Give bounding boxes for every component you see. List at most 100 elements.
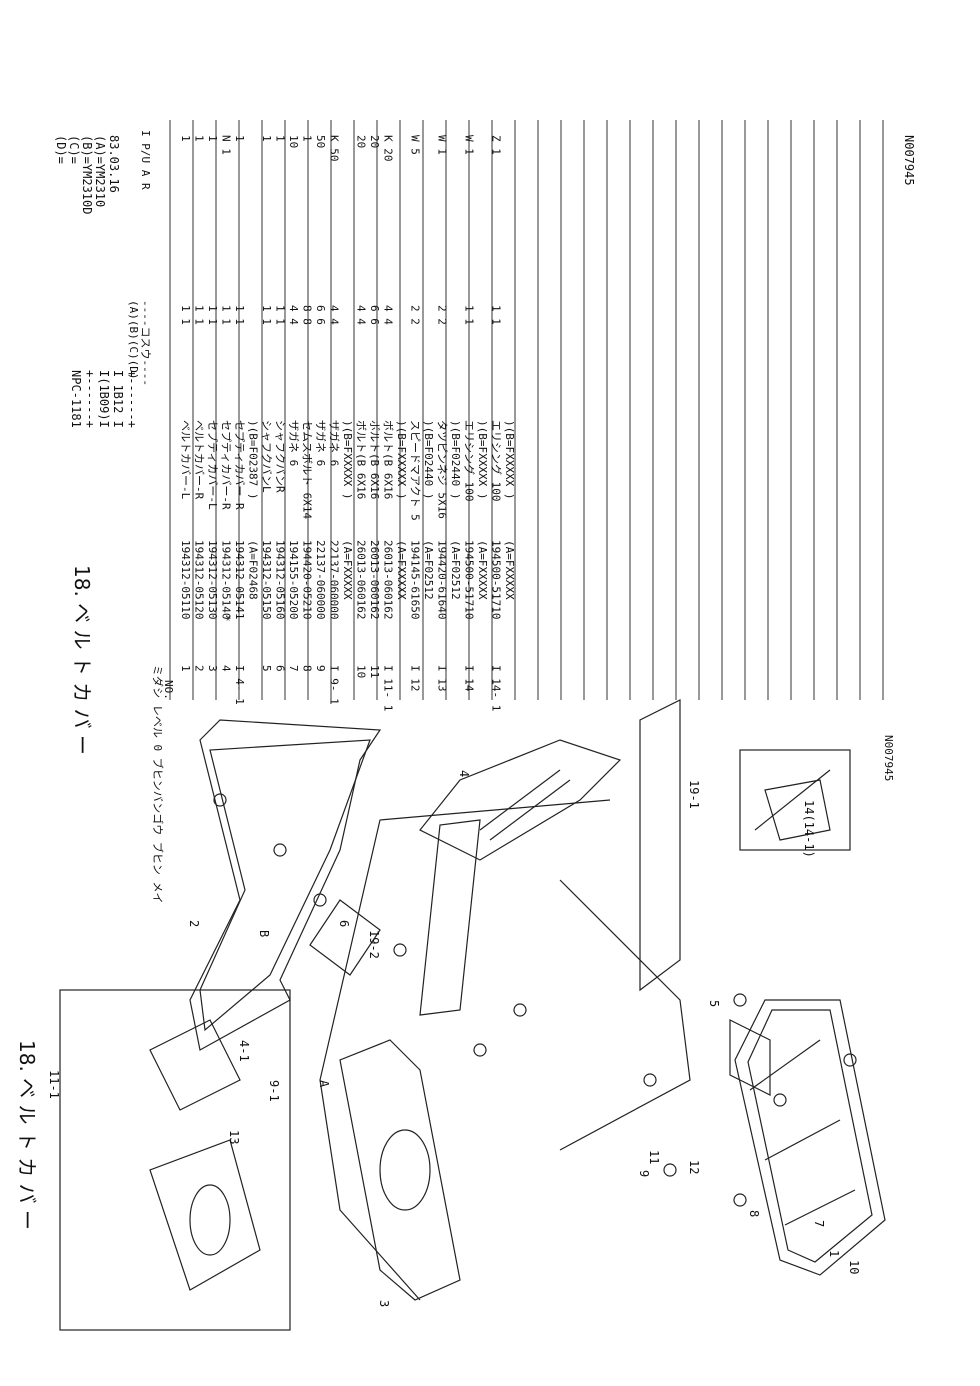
row-part-name: )(B=F02440 ) (449, 420, 462, 499)
screws (213, 793, 857, 1207)
callout-label: 4 (457, 770, 471, 777)
row-part-number: 26013-060162 (382, 540, 395, 619)
ref-box-bottom: +------+ (83, 370, 97, 428)
screw-icon (313, 893, 327, 907)
row-part-name: エリシング 100 (490, 420, 504, 502)
callout-label: 8 (747, 1210, 761, 1217)
row-number: 1 (179, 665, 192, 672)
callout-label: 19-1 (687, 780, 701, 809)
callout-label: 11 (647, 1150, 661, 1164)
screw-icon (393, 943, 407, 957)
row-part-name: タツピンネジ 5X16 (436, 420, 449, 519)
row-quantity: 1 1 (490, 305, 503, 325)
row-part-name: )(B=F02440 ) (422, 420, 435, 499)
row-flags: 1 (206, 135, 219, 142)
inset-belt-detail (739, 749, 851, 851)
row-flags: W 1 (436, 135, 449, 155)
no-header: NO. (162, 680, 175, 700)
row-flags: N 1 (220, 135, 233, 155)
screw-icon (733, 1193, 747, 1207)
ref-box-top: +------+ (125, 370, 139, 428)
row-part-name: シャフクバンL (260, 420, 273, 493)
row-quantity: 6 6 (368, 305, 381, 325)
row-number: I 11- 1 (382, 665, 395, 711)
row-part-name: )(B=FXXXXX ) (341, 420, 354, 499)
screw-icon (213, 793, 227, 807)
model-b: (B)=YM2310D (80, 135, 94, 214)
row-part-name: ボルト(B 6X16 (382, 420, 395, 499)
row-part-number: 194312-05110 (179, 540, 192, 619)
row-part-number: 194500-51710 (463, 540, 476, 619)
row-part-number: 194420-61640 (436, 540, 449, 619)
belt-cover-right-part-2 (189, 719, 382, 1051)
callout-label: 7 (812, 1220, 826, 1227)
screw-icon (473, 1043, 487, 1057)
ruled-lines (169, 120, 884, 700)
model-a: (A)=YM2310 (93, 135, 107, 207)
row-flags: W 5 (409, 135, 422, 155)
row-quantity: 8 8 (301, 305, 314, 325)
row-number: I 9- 1 (328, 665, 341, 705)
row-part-number: (A=F02468 (247, 540, 260, 600)
screw-icon (513, 1003, 527, 1017)
row-part-number: (A=FXXXXX (503, 540, 516, 600)
row-part-name: )(B=F02387 ) (247, 420, 260, 499)
row-flags: 10 (287, 135, 300, 148)
row-mark: * (220, 615, 233, 622)
row-number: 7 (287, 665, 300, 672)
ref-box-line2: I(1B09)I (97, 370, 111, 428)
row-part-number: 22137-060000 (328, 540, 341, 619)
row-number: I 12 (409, 665, 422, 692)
qty-header: ----コスウ---- (139, 300, 152, 386)
row-part-number: 26013-060162 (368, 540, 381, 619)
row-part-number: 22137-060000 (314, 540, 327, 619)
model-d: (D)= (54, 135, 68, 164)
row-quantity: 2 2 (409, 305, 422, 325)
row-quantity: 4 4 (287, 305, 300, 325)
npc-code: NPC-1181 (69, 370, 83, 428)
callout-label: 1 (827, 1250, 841, 1257)
callout-label: 10 (847, 1260, 861, 1274)
row-part-name: セプティカバー-L (206, 420, 219, 510)
row-part-name: ザガネ 6 (314, 420, 327, 466)
septic-cover-part-3 (339, 1039, 461, 1301)
screw-icon (733, 993, 747, 1007)
callout-label: 9 (637, 1170, 651, 1177)
row-quantity: 1 1 (193, 305, 206, 325)
row-flags: 1 (274, 135, 287, 142)
callout-label: 3 (377, 1300, 391, 1307)
row-quantity: 6 6 (314, 305, 327, 325)
row-part-name: ザガネ 6 (328, 420, 341, 466)
row-quantity: 4 4 (355, 305, 368, 325)
ref-box-line1: I 1B12 I (111, 370, 125, 428)
row-quantity: 1 1 (179, 305, 192, 325)
row-number: 8 (301, 665, 314, 672)
belt-cover-left-part-1 (734, 999, 886, 1276)
row-number: I 13 (436, 665, 449, 692)
callout-label: 6 (337, 920, 351, 927)
row-part-name: シャフクバンR (274, 420, 287, 493)
row-part-number: 194312-05130 (206, 540, 219, 619)
row-flags: K 20 (382, 135, 395, 162)
exploded-diagram (59, 699, 886, 1331)
row-number: 11 (368, 665, 381, 678)
row-part-name: ベルトカバー-L (179, 420, 192, 500)
row-part-name: セプティカバー-R (233, 420, 246, 510)
screw-icon (843, 1053, 857, 1067)
row-part-number: 194155-05200 (287, 540, 300, 619)
diagram-code: N007945 (882, 735, 895, 781)
row-part-name: )(B=FXXXXX ) (395, 420, 408, 499)
row-part-name: セムスボルト 6X14 (301, 420, 314, 519)
diagram-title: 18. ベ ル ト カ バ ー (15, 1040, 39, 1230)
parts-list: +------+ I 1B12 I I(1B09)I +------+ NPC-… (54, 120, 916, 904)
callout-label: A (317, 1080, 331, 1088)
row-quantity: 4 4 (328, 305, 341, 325)
row-part-number: 194145-61650 (409, 540, 422, 619)
callout-label: 4-1 (237, 1040, 251, 1062)
screw-icon (663, 1163, 677, 1177)
row-part-number: 194420-05210 (301, 540, 314, 619)
